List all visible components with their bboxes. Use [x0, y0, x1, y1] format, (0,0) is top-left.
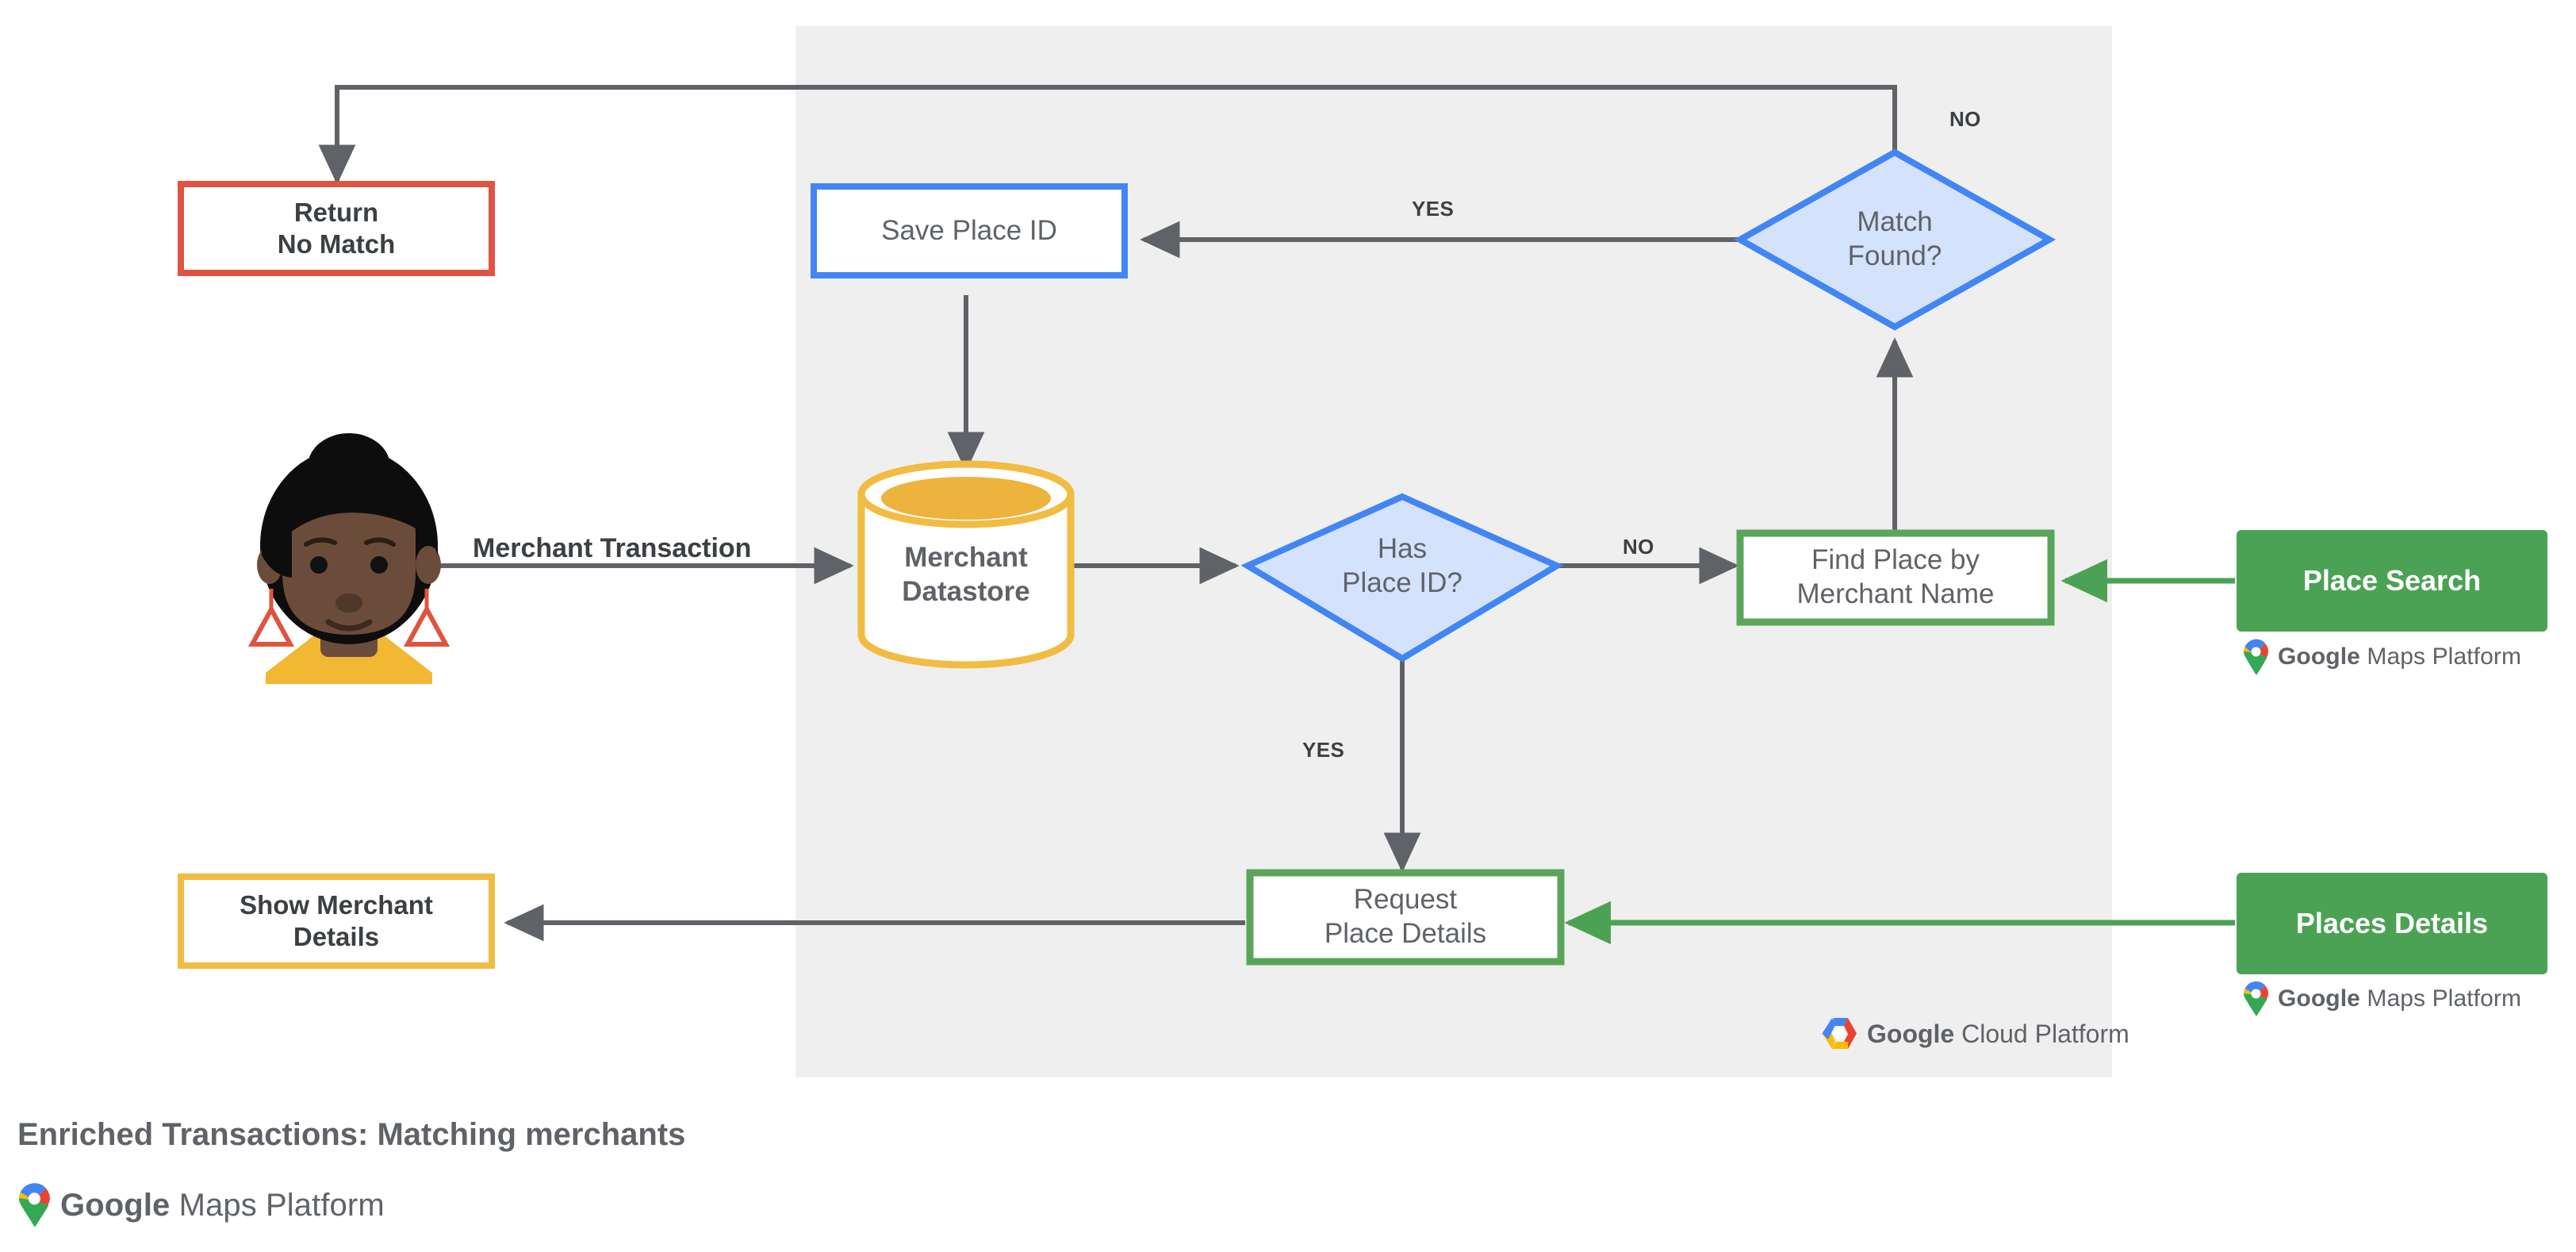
google-cloud-platform-wordmark: Google Cloud Platform [1867, 1019, 2129, 1048]
google-cloud-platform-logo: Google Cloud Platform [1821, 1017, 2129, 1050]
node-find-place-by-merchant-name [1736, 529, 2055, 626]
google-maps-platform-wordmark: Google Maps Platform [2278, 643, 2522, 670]
edge-label-has-place-id-no: NO [1623, 535, 1654, 559]
diagram-caption-title: Enriched Transactions: Matching merchant… [17, 1117, 686, 1152]
node-places-details [2237, 873, 2547, 974]
maps-pin-icon [2244, 981, 2268, 1016]
edge-label-merchant-transaction: Merchant Transaction [473, 533, 752, 563]
node-return-no-match [178, 181, 495, 276]
google-maps-platform-logo-place-search: Google Maps Platform [2243, 639, 2521, 675]
node-request-place-details [1246, 869, 1565, 966]
edge-match-found-no-to-return-no-match [318, 85, 1897, 185]
edge-label-match-found-no: NO [1949, 107, 1981, 131]
node-show-merchant-details [178, 874, 495, 969]
maps-pin-icon [2244, 639, 2268, 675]
node-merchant-datastore [857, 460, 1075, 669]
node-place-search [2237, 530, 2547, 632]
google-maps-platform-wordmark: Google Maps Platform [2278, 985, 2522, 1012]
edge-label-has-place-id-yes: YES [1302, 738, 1345, 762]
google-maps-platform-logo-caption: Google Maps Platform [17, 1182, 385, 1228]
merchant-customer-avatar [247, 433, 450, 684]
google-maps-platform-logo-places-details: Google Maps Platform [2243, 981, 2521, 1017]
maps-pin-icon [18, 1183, 50, 1227]
node-save-place-id [811, 183, 1128, 278]
edge-label-match-found-yes: YES [1412, 197, 1455, 221]
cloud-hexagon-icon [1822, 1018, 1857, 1049]
google-maps-platform-wordmark: Google Maps Platform [60, 1187, 385, 1223]
node-has-place-id [1240, 493, 1564, 662]
node-match-found [1733, 148, 2057, 331]
